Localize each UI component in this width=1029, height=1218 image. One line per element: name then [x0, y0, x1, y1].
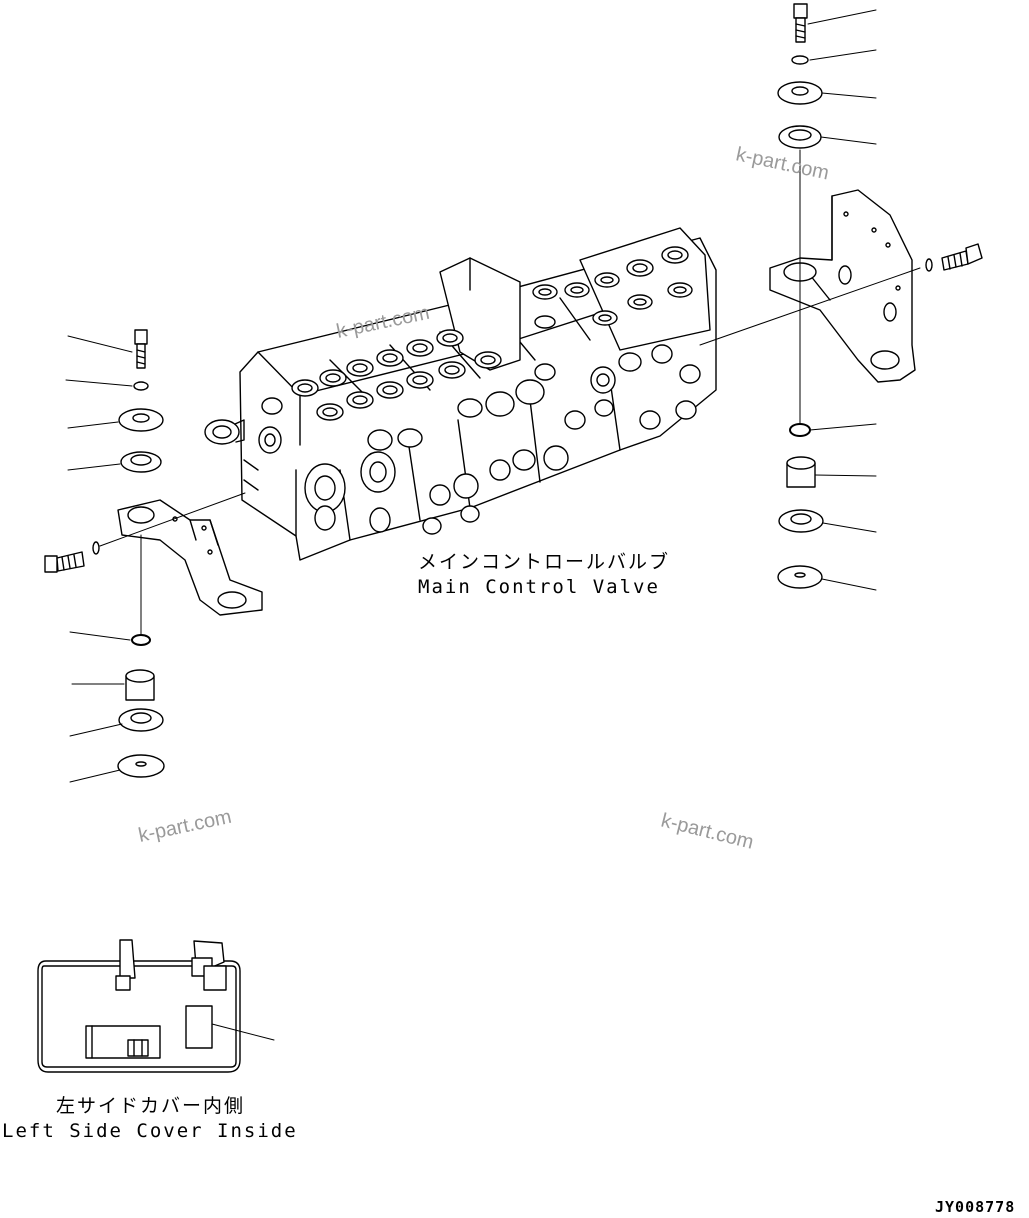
- drawing-code: JY008778: [935, 1198, 1015, 1216]
- right-bracket: [769, 189, 916, 383]
- right-bolt-horizontal: [699, 243, 983, 346]
- left-side-cover-inset: [37, 939, 275, 1073]
- valve-label-en: Main Control Valve: [418, 576, 660, 598]
- right-parts-stack: [777, 3, 824, 589]
- watermark-bottom-right: k-part.com: [659, 810, 756, 854]
- main-control-valve: [204, 227, 717, 561]
- watermark-top-right: k-part.com: [734, 143, 831, 184]
- cover-label-ja: 左サイドカバー内側: [56, 1095, 245, 1117]
- left-bracket: [117, 499, 263, 616]
- left-leader-lines: [65, 335, 133, 783]
- left-bolt-horizontal: [44, 492, 246, 573]
- left-parts-stack: [117, 329, 165, 778]
- cover-label-en: Left Side Cover Inside: [2, 1120, 298, 1142]
- valve-label-ja: メインコントロールバルブ: [418, 550, 670, 573]
- watermark-bottom-left: k-part.com: [136, 806, 233, 847]
- right-leader-lines: [807, 9, 877, 591]
